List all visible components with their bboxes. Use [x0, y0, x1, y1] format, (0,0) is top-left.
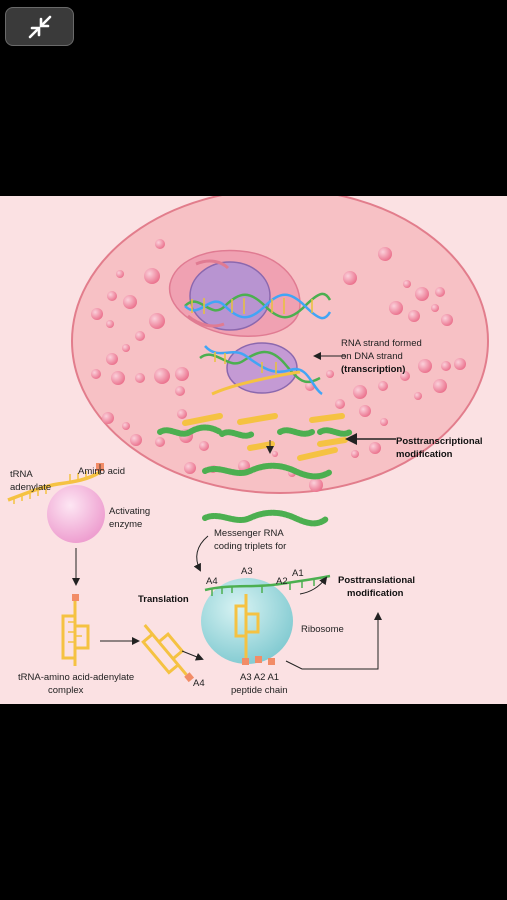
activating-enzyme [47, 485, 105, 543]
label-a1: A1 [292, 568, 304, 579]
label-a2: A2 [276, 576, 288, 587]
collapse-arrows-icon [28, 15, 51, 38]
mrna-on-ribosome [204, 574, 331, 596]
label-transcription: (transcription) [341, 364, 405, 375]
label-enzyme-2: enzyme [109, 519, 142, 530]
label-complex-2: complex [48, 685, 84, 696]
nucleus [168, 249, 301, 337]
label-trna-2: adenylate [10, 482, 51, 493]
transcription-bubble [199, 342, 323, 396]
label-posttranslational-2: modification [347, 588, 404, 599]
dna-helix [184, 292, 332, 320]
granules [91, 239, 466, 492]
label-posttranscriptional-2: modification [396, 449, 453, 460]
label-amino-acid: Amino acid [78, 466, 125, 477]
label-mrna-1: Messenger RNA [214, 528, 284, 539]
peptide-chain [242, 656, 275, 665]
label-trna-1: tRNA [10, 469, 33, 480]
label-a4: A4 [206, 576, 218, 587]
arrow-into-ribosome [181, 650, 204, 661]
collapse-button[interactable] [5, 7, 74, 46]
label-rna-formed-2: on DNA strand [341, 351, 403, 362]
arrow-ribosome-exit [299, 576, 328, 595]
arrow-to-posttranslational [285, 612, 382, 670]
rna-strands [157, 413, 353, 527]
label-translation: Translation [138, 594, 189, 605]
label-rna-formed-1: RNA strand formed [341, 338, 422, 349]
diagram-canvas: RNA strand formed on DNA strand (transcr… [7, 188, 489, 696]
arrow-mrna-to-ribosome [193, 535, 209, 572]
label-mrna-2: coding triplets for [214, 541, 286, 552]
label-chain-1: A3 A2 A1 [240, 672, 279, 683]
label-a3: A3 [241, 566, 253, 577]
trna-tilted [141, 624, 195, 683]
trna-complex [61, 594, 90, 666]
label-a4-bottom: A4 [193, 678, 205, 689]
label-complex-1: tRNA-amino acid-adenylate [18, 672, 134, 683]
label-posttranscriptional-1: Posttranscriptional [396, 436, 483, 447]
label-chain-2: peptide chain [231, 685, 288, 696]
label-posttranslational-1: Posttranslational [338, 575, 415, 586]
trna-in-ribosome [234, 594, 260, 658]
label-ribosome: Ribosome [301, 624, 344, 635]
protein-synthesis-diagram: RNA strand formed on DNA strand (transcr… [0, 188, 507, 704]
label-enzyme-1: Activating [109, 506, 150, 517]
